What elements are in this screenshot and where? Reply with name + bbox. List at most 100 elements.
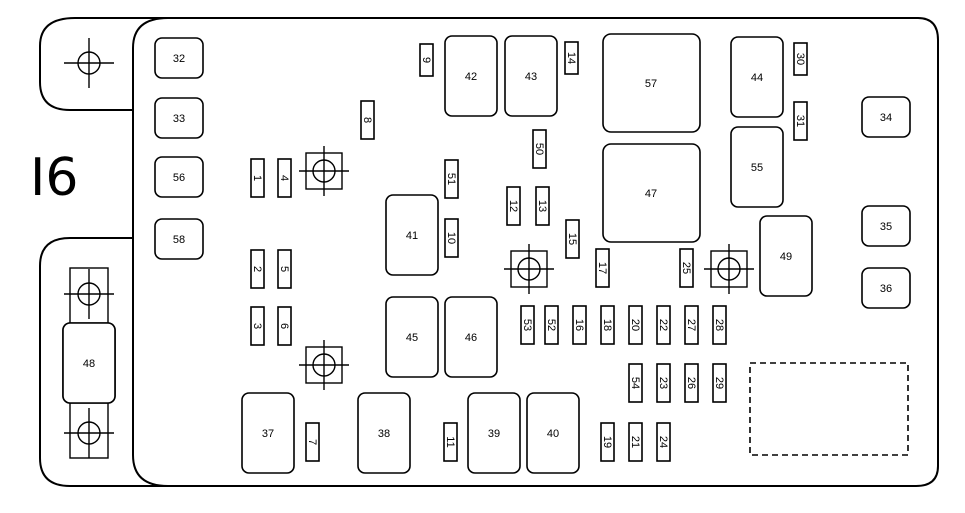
svg-text:6: 6 bbox=[278, 323, 290, 329]
relay-46: 46 bbox=[444, 296, 498, 378]
fuse-1: 1 bbox=[250, 158, 265, 198]
svg-text:44: 44 bbox=[751, 72, 763, 84]
mount-center bbox=[504, 244, 554, 294]
fuse-24: 24 bbox=[656, 422, 671, 462]
relay-58: 58 bbox=[154, 218, 204, 260]
svg-text:10: 10 bbox=[445, 232, 457, 244]
fuse-8: 8 bbox=[360, 100, 375, 140]
relay-36: 36 bbox=[861, 267, 911, 309]
diagram-label: I6 bbox=[30, 148, 78, 208]
svg-text:35: 35 bbox=[880, 221, 892, 233]
relay-57: 57 bbox=[602, 33, 701, 133]
svg-text:54: 54 bbox=[629, 377, 641, 389]
svg-text:38: 38 bbox=[378, 428, 390, 440]
fuse-51: 51 bbox=[444, 159, 459, 199]
relay-35: 35 bbox=[861, 205, 911, 247]
mount-lower bbox=[299, 340, 349, 390]
svg-text:23: 23 bbox=[657, 377, 669, 389]
svg-text:51: 51 bbox=[445, 173, 457, 185]
svg-text:48: 48 bbox=[83, 358, 95, 370]
svg-text:12: 12 bbox=[507, 200, 519, 212]
relay-40: 40 bbox=[526, 392, 580, 474]
svg-text:14: 14 bbox=[565, 52, 577, 64]
relay-33: 33 bbox=[154, 97, 204, 139]
fuse-31: 31 bbox=[793, 101, 808, 141]
svg-text:3: 3 bbox=[251, 323, 263, 329]
fuse-9: 9 bbox=[419, 43, 434, 77]
fuse-29: 29 bbox=[712, 363, 727, 403]
mount-48-top bbox=[64, 269, 114, 319]
relay-47: 47 bbox=[602, 143, 701, 243]
fuse-5: 5 bbox=[277, 249, 292, 289]
svg-text:33: 33 bbox=[173, 113, 185, 125]
svg-text:25: 25 bbox=[680, 262, 692, 274]
svg-text:39: 39 bbox=[488, 428, 500, 440]
svg-text:5: 5 bbox=[278, 266, 290, 272]
svg-text:41: 41 bbox=[406, 230, 418, 242]
fuse-13: 13 bbox=[535, 186, 550, 226]
relay-55: 55 bbox=[730, 126, 784, 208]
fuse-19: 19 bbox=[600, 422, 615, 462]
svg-text:31: 31 bbox=[794, 115, 806, 127]
relay-43: 43 bbox=[504, 35, 558, 117]
svg-text:17: 17 bbox=[596, 262, 608, 274]
svg-text:50: 50 bbox=[533, 143, 545, 155]
fuse-52: 52 bbox=[544, 305, 559, 345]
svg-text:1: 1 bbox=[251, 175, 263, 181]
fuse-27: 27 bbox=[684, 305, 699, 345]
fuse-16: 16 bbox=[572, 305, 587, 345]
fuse-20: 20 bbox=[628, 305, 643, 345]
svg-text:36: 36 bbox=[880, 283, 892, 295]
svg-text:15: 15 bbox=[566, 233, 578, 245]
relay-32: 32 bbox=[154, 37, 204, 79]
fuse-4: 4 bbox=[277, 158, 292, 198]
mount-upper bbox=[299, 146, 349, 196]
svg-text:45: 45 bbox=[406, 332, 418, 344]
fuse-23: 23 bbox=[656, 363, 671, 403]
svg-text:11: 11 bbox=[444, 436, 456, 447]
fuse-54: 54 bbox=[628, 363, 643, 403]
fuse-50: 50 bbox=[532, 129, 547, 169]
svg-text:19: 19 bbox=[601, 436, 613, 448]
svg-text:32: 32 bbox=[173, 53, 185, 65]
svg-text:57: 57 bbox=[645, 78, 657, 90]
svg-text:20: 20 bbox=[629, 319, 641, 331]
svg-text:34: 34 bbox=[880, 112, 892, 124]
fuse-21: 21 bbox=[628, 422, 643, 462]
svg-text:28: 28 bbox=[713, 319, 725, 331]
fuse-28: 28 bbox=[712, 305, 727, 345]
svg-text:22: 22 bbox=[657, 319, 669, 331]
svg-text:13: 13 bbox=[536, 200, 548, 212]
fuse-22: 22 bbox=[656, 305, 671, 345]
fuse-26: 26 bbox=[684, 363, 699, 403]
svg-text:42: 42 bbox=[465, 71, 477, 83]
svg-text:2: 2 bbox=[251, 266, 263, 272]
svg-text:9: 9 bbox=[420, 57, 432, 63]
svg-text:16: 16 bbox=[573, 319, 585, 331]
mount-top-left bbox=[64, 38, 114, 88]
relay-34: 34 bbox=[861, 96, 911, 138]
svg-text:56: 56 bbox=[173, 172, 185, 184]
fuse-2: 2 bbox=[250, 249, 265, 289]
svg-text:53: 53 bbox=[521, 319, 533, 331]
fuse-53: 53 bbox=[520, 305, 535, 345]
fuse-11: 11 bbox=[443, 422, 458, 462]
fuse-6: 6 bbox=[277, 306, 292, 346]
fuse-18: 18 bbox=[600, 305, 615, 345]
fuse-14: 14 bbox=[564, 41, 579, 75]
svg-text:27: 27 bbox=[685, 319, 697, 331]
mount-48-bottom bbox=[64, 408, 114, 458]
svg-text:4: 4 bbox=[278, 175, 290, 181]
svg-text:21: 21 bbox=[629, 436, 641, 448]
fuse-25: 25 bbox=[679, 248, 694, 288]
svg-text:49: 49 bbox=[780, 251, 792, 263]
fuse-17: 17 bbox=[595, 248, 610, 288]
svg-text:7: 7 bbox=[306, 439, 318, 445]
fuse-12: 12 bbox=[506, 186, 521, 226]
relay-45: 45 bbox=[385, 296, 439, 378]
svg-text:37: 37 bbox=[262, 428, 274, 440]
svg-text:52: 52 bbox=[545, 319, 557, 331]
mount-right bbox=[704, 244, 754, 294]
svg-text:18: 18 bbox=[601, 319, 613, 331]
svg-text:46: 46 bbox=[465, 332, 477, 344]
